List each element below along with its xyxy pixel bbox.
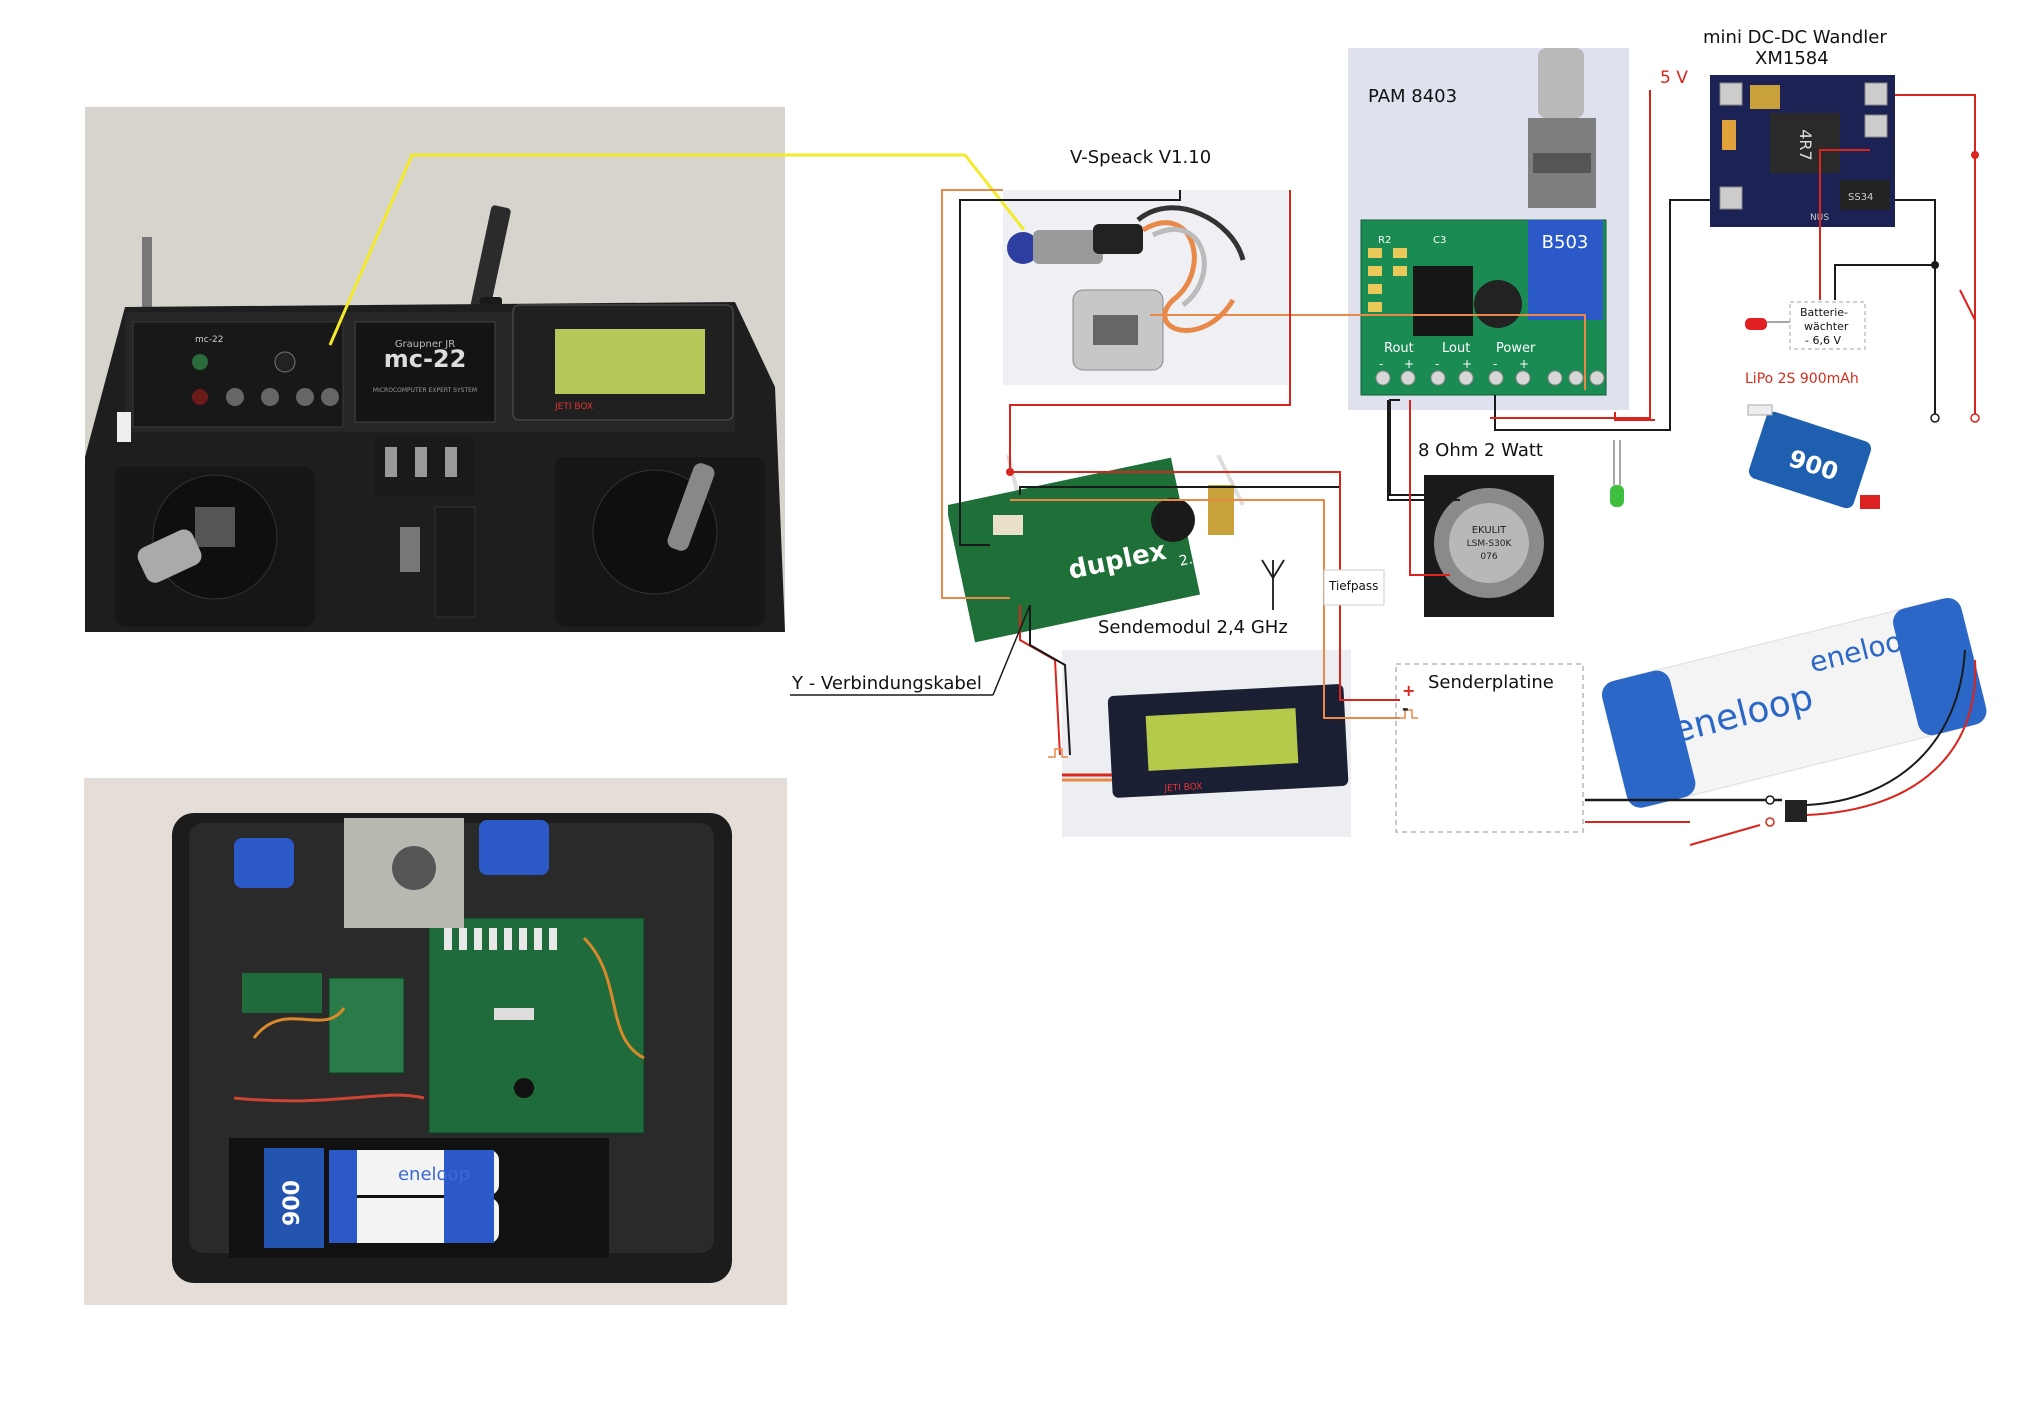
mc22-model-text: mc-22	[384, 345, 467, 373]
dcdc-title-label: mini DC-DC Wandler	[1703, 27, 1887, 48]
red-wire-vspeack	[1009, 190, 1291, 475]
red-wire-power	[1614, 412, 1655, 421]
senderplatine-box	[1395, 663, 1584, 833]
tiefpass-box	[1323, 569, 1385, 606]
yellow-signal-wire	[328, 153, 1026, 346]
interior-eneloop-text: eneloop	[398, 1164, 470, 1185]
orange-wire-1	[941, 189, 1010, 599]
battery-lead-black	[1806, 649, 1966, 806]
pam8403-label: PAM 8403	[1368, 86, 1458, 107]
y-cable-pointer	[992, 604, 1031, 696]
terminal-red-module	[1006, 468, 1014, 476]
v-speack-label: V-Speack V1.10	[1070, 147, 1212, 168]
antenna-symbol	[1261, 559, 1285, 610]
batt-guard-label-3: - 6,6 V	[1805, 334, 1841, 347]
terminal-black-node	[1931, 261, 1939, 269]
pam-pin-lout: Lout	[1442, 341, 1470, 356]
pam-sign-6: +	[1519, 357, 1529, 371]
battery-lead-red	[1806, 659, 1977, 816]
mc22-brand-text: Graupner JR	[395, 339, 455, 350]
pam-chip-text: R2	[1378, 235, 1391, 246]
orange-wire-2	[1150, 314, 1586, 390]
batt-guard-box	[1789, 301, 1866, 350]
eneloop-pack-photo: eneloop eneloop	[1598, 578, 1988, 818]
transmitter-front-photo: mc-22 Graupner JR MICROCOMPUTER EXPERT S…	[85, 107, 785, 632]
battery-connector	[1785, 800, 1807, 822]
orange-wire-3	[1010, 499, 1400, 719]
red-led	[1745, 318, 1790, 330]
lipo-label: LiPo 2S 900mAh	[1745, 371, 1859, 387]
duplex-sub-text: 2.4	[1178, 549, 1203, 569]
pam-sign-2: +	[1404, 357, 1414, 371]
pam8403-photo: B503 R2 C3 Rout Lout Power - + - + - +	[1348, 48, 1629, 410]
lipo-photo: 900	[1740, 400, 1890, 525]
terminal-black-battery	[1765, 795, 1775, 805]
jetibox-photo-text: JETI BOX	[1163, 782, 1203, 794]
senderplatine-label: Senderplatine	[1428, 672, 1554, 693]
jetibox-text: JETI BOX	[554, 402, 593, 412]
y-verbindungskabel-label: Y - Verbindungskabel	[792, 673, 982, 694]
black-wire-guard-branch	[1834, 264, 1935, 300]
lipo-switch-red	[1959, 289, 1976, 321]
five-volt-label: 5 V	[1660, 68, 1688, 88]
green-led	[1610, 440, 1624, 507]
black-wire-vspeack	[959, 190, 1181, 546]
tiefpass-label: Tiefpass	[1329, 579, 1379, 593]
pulse-symbol-right	[1400, 709, 1418, 719]
speaker-wire-minus	[1387, 400, 1460, 501]
pam-pin-rout: Rout	[1384, 341, 1414, 356]
sendemodul-label: Sendemodul 2,4 GHz	[1098, 617, 1288, 638]
terminal-black-top	[1930, 413, 1940, 423]
mc22-sub-text: MICROCOMPUTER EXPERT SYSTEM	[373, 387, 477, 394]
red-wire-guard	[1819, 149, 1870, 300]
vspeack-photo	[1003, 190, 1288, 385]
pulse-symbol-left	[1048, 748, 1068, 758]
pam-sign-3: -	[1435, 357, 1439, 371]
batt-guard-label-1: Batterie-	[1800, 306, 1848, 319]
speaker-text-1: EKULIT	[1472, 525, 1507, 536]
pam-pot-text: B503	[1542, 232, 1589, 253]
pam-sign-5: -	[1493, 357, 1497, 371]
speaker-label: 8 Ohm 2 Watt	[1418, 440, 1543, 461]
dcdc-diode-text: SS34	[1848, 192, 1873, 203]
speaker-text-2: LSM-S30K	[1467, 539, 1513, 549]
pam-pin-power: Power	[1496, 341, 1536, 356]
red-wire-dcdc-right	[1895, 94, 1976, 418]
pam-sign-4: +	[1462, 357, 1472, 371]
jetibox-photo: JETI BOX	[1062, 650, 1351, 837]
pam-cap-text: C3	[1433, 235, 1446, 246]
y-cable-black	[1029, 605, 1071, 756]
terminal-red-battery	[1765, 817, 1775, 827]
y-cable-red	[1019, 605, 1061, 756]
speaker-text-3: 076	[1480, 552, 1497, 562]
senderplatine-plus: +	[1402, 681, 1415, 700]
speaker-wire-plus	[1409, 400, 1450, 576]
red-wire-5v	[1490, 90, 1651, 419]
terminal-red-corner	[1971, 151, 1979, 159]
speaker-photo: EKULIT LSM-S30K 076	[1424, 475, 1554, 617]
dcdc-model-label: XM1584	[1755, 48, 1829, 69]
batt-guard-label-2: wächter	[1804, 320, 1849, 333]
battery-switch-red	[1689, 824, 1761, 846]
transmitter-interior-photo: 900 eneloop	[84, 778, 787, 1305]
senderplatine-minus: -	[1402, 699, 1409, 718]
pam-sign-1: -	[1379, 357, 1383, 371]
terminal-red-top	[1970, 413, 1980, 423]
dcdc-inductor-text: 4R7	[1796, 129, 1815, 160]
black-wire-batt-guard	[1895, 199, 1936, 418]
mc22-small-text: mc-22	[195, 335, 223, 345]
interior-lipo-text: 900	[280, 1180, 305, 1226]
